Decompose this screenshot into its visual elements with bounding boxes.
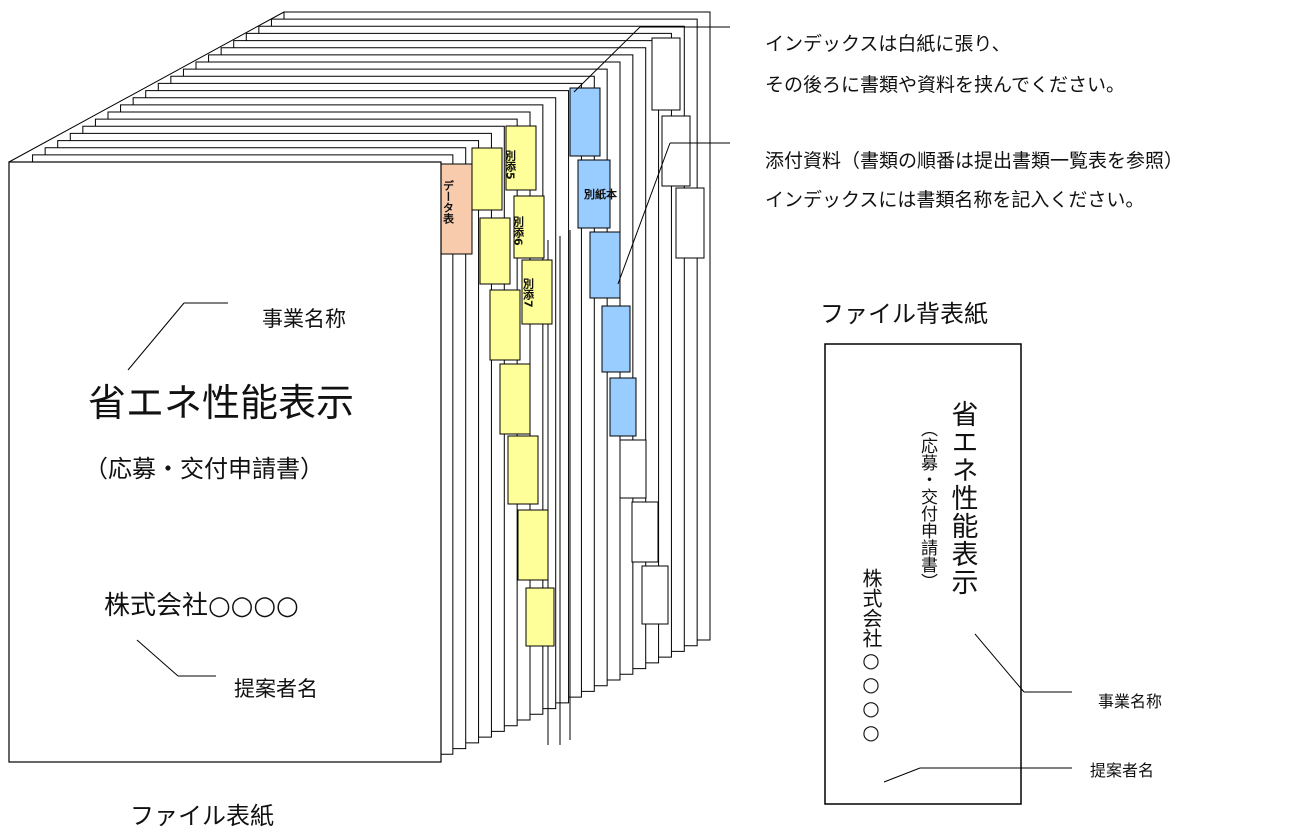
yellow-tab (513, 195, 545, 259)
project-name-leader (127, 302, 185, 371)
yellow-tab (525, 587, 555, 647)
pink-tab-label: データ表 (442, 179, 456, 225)
binder-spine-edge (8, 11, 285, 163)
index-note-line2: その後ろに書類や資料を挟んでください。 (765, 74, 1125, 96)
spine-company: 株式会社○○○○ (859, 568, 883, 744)
spine-project-name-label: 事業名称 (1098, 692, 1162, 711)
cover-proposer-label: 提案者名 (234, 677, 318, 701)
proposer-leader (136, 639, 179, 677)
spine-sheet (824, 343, 1022, 805)
yellow-tab-label: 別添6 (512, 215, 526, 246)
attach-note-line1: 添付資料（書類の順番は提出書類一覧表を参照） (765, 150, 1183, 172)
yellow-tab (507, 435, 539, 505)
yellow-tab (517, 509, 549, 581)
yellow-tab (505, 125, 537, 191)
yellow-tab-label: 別添5 (504, 149, 518, 180)
blue-tab-label: 別紙本 (583, 187, 617, 201)
spine-title: 省エネ性能表示 (947, 400, 979, 596)
cover-project-name-label: 事業名称 (262, 307, 346, 331)
attach-note-line2: インデックスには書類名称を記入ください。 (765, 189, 1144, 211)
index-note-line1: インデックスは白紙に張り、 (765, 33, 1011, 55)
blue-tab (609, 377, 637, 437)
white-tab (651, 37, 681, 111)
yellow-tab (471, 147, 503, 211)
white-tab (675, 187, 705, 259)
pink-tab (439, 163, 473, 255)
yellow-tab (479, 217, 511, 285)
blue-tab (589, 231, 621, 299)
yellow-tab-label: 別添7 (522, 277, 536, 308)
index-callout (573, 26, 730, 93)
white-tab (641, 565, 669, 625)
yellow-tab (489, 289, 521, 361)
yellow-tab-labels: 別添5 別添6 別添7 (504, 149, 536, 308)
spine-caption: ファイル背表紙 (820, 300, 988, 328)
cover-title: 省エネ性能表示 (88, 381, 354, 425)
yellow-tab (499, 363, 531, 435)
white-tab (631, 501, 659, 563)
front-cover: 事業名称 省エネ性能表示 （応募・交付申請書） 株式会社○○○○ 提案者名 (8, 161, 442, 763)
cover-subtitle: （応募・交付申請書） (84, 455, 324, 483)
cover-caption: ファイル表紙 (130, 802, 274, 830)
cover-company: 株式会社○○○○ (104, 591, 299, 621)
back-white-tabs (619, 37, 705, 625)
spine-panel: 省エネ性能表示 （応募・交付申請書） 株式会社○○○○ (824, 343, 1022, 805)
yellow-tabs (471, 125, 555, 647)
spine-subtitle: （応募・交付申請書） (917, 420, 938, 590)
blue-tab (601, 305, 631, 373)
front-cover-sheet (8, 161, 442, 763)
spine-proposer-label: 提案者名 (1090, 761, 1154, 780)
white-tab (661, 115, 691, 187)
white-tab (619, 439, 647, 499)
yellow-tab (521, 259, 553, 325)
blue-tab (569, 87, 601, 157)
blue-tab (577, 159, 611, 229)
blue-tabs: 別紙本 (569, 87, 637, 437)
spine-callouts (883, 633, 1072, 783)
attach-callout (617, 142, 730, 285)
